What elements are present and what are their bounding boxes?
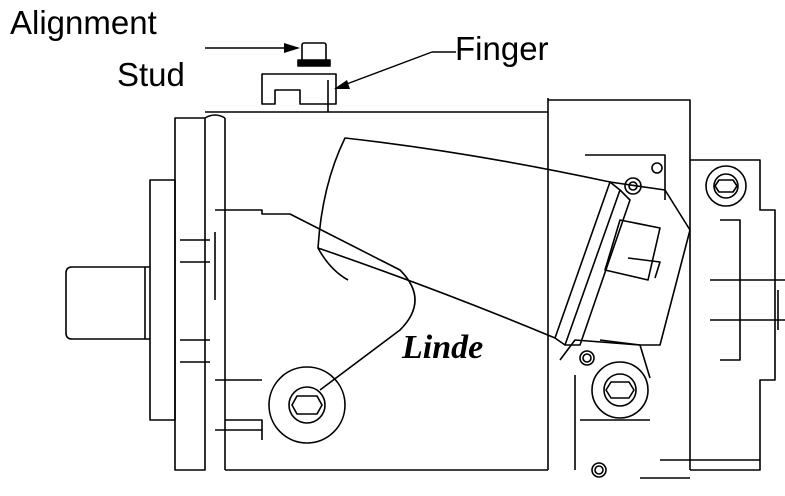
control-head	[547, 98, 691, 470]
pump-housing	[205, 111, 548, 471]
end-housing	[640, 159, 785, 479]
drive-shaft	[65, 266, 150, 340]
alignment-label-line1: Alignment	[10, 4, 157, 41]
alignment-stud	[261, 42, 337, 105]
leader-arrowheads	[284, 43, 350, 89]
leader-lines	[205, 47, 456, 89]
control-cylinder	[317, 137, 631, 346]
control-bolt	[591, 361, 649, 419]
mounting-flange	[149, 114, 226, 471]
alignment-label-line2: Stud	[117, 56, 185, 93]
housing-bolt	[268, 366, 346, 444]
linde-logo: Linde	[401, 329, 483, 366]
finger-label: Finger	[455, 30, 549, 67]
end-bolt	[705, 165, 747, 207]
small-screws	[579, 162, 663, 478]
